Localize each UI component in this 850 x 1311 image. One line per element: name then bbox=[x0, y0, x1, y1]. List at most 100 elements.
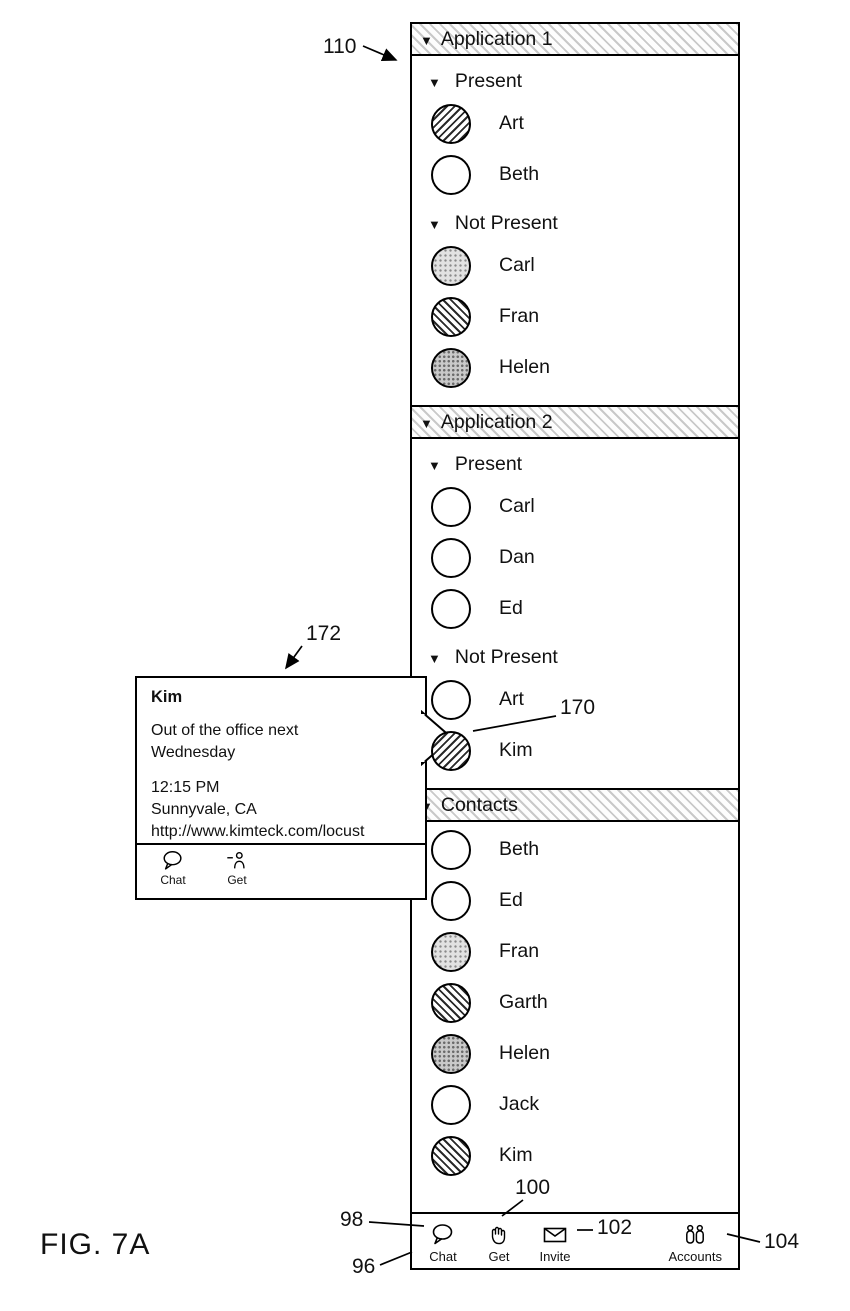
contact-name: Beth bbox=[499, 163, 540, 185]
contact-row-ed[interactable]: Ed bbox=[412, 583, 738, 634]
tooltip-action-get[interactable]: Get bbox=[217, 849, 257, 899]
presence-status-icon bbox=[431, 245, 471, 286]
presence-status-icon bbox=[431, 588, 471, 629]
people-icon bbox=[682, 1222, 708, 1248]
presence-status-icon bbox=[431, 296, 471, 337]
callout-label-invite: 102 bbox=[597, 1216, 633, 1239]
contact-row-fran[interactable]: Fran bbox=[412, 926, 738, 977]
disclosure-triangle-icon: ▼ bbox=[428, 216, 441, 232]
tooltip-action-chat[interactable]: Chat bbox=[153, 849, 193, 899]
disclosure-triangle-icon: ▼ bbox=[428, 650, 441, 666]
toolbar-button-chat[interactable]: Chat bbox=[426, 1222, 460, 1264]
contact-row-dan[interactable]: Dan bbox=[412, 532, 738, 583]
contact-name: Garth bbox=[499, 991, 548, 1013]
callout-label-get: 100 bbox=[515, 1176, 551, 1199]
tooltip-action-bar: Chat Get bbox=[137, 843, 425, 899]
callout-label-kim: 170 bbox=[560, 696, 596, 719]
panel-spacer bbox=[412, 1193, 738, 1212]
contact-row-fran[interactable]: Fran bbox=[412, 291, 738, 342]
contact-name: Helen bbox=[499, 356, 550, 378]
contact-row-jack[interactable]: Jack bbox=[412, 1079, 738, 1130]
callout-label-panel: 110 bbox=[323, 35, 357, 58]
callout-line-panel bbox=[362, 45, 398, 61]
presence-status-icon bbox=[431, 829, 471, 870]
presence-status-icon bbox=[431, 486, 471, 527]
presence-status-icon bbox=[431, 1084, 471, 1125]
disclosure-triangle-icon: ▼ bbox=[420, 32, 433, 48]
person-get-icon bbox=[225, 849, 249, 873]
callout-label-chat: 98 bbox=[340, 1208, 364, 1231]
tooltip-contact-name: Kim bbox=[151, 688, 183, 706]
group-header-not-present[interactable]: ▼Not Present bbox=[412, 634, 738, 674]
group-label: Present bbox=[454, 69, 523, 92]
presence-status-icon bbox=[431, 1033, 471, 1074]
contact-name: Kim bbox=[499, 1144, 533, 1166]
callout-line-tooltip bbox=[285, 645, 303, 670]
contact-name: Fran bbox=[499, 305, 540, 327]
section-title: Application 2 bbox=[440, 410, 553, 433]
contact-row-ed[interactable]: Ed bbox=[412, 875, 738, 926]
presence-status-icon bbox=[431, 880, 471, 921]
contact-row-art[interactable]: Art bbox=[412, 98, 738, 149]
contact-row-garth[interactable]: Garth bbox=[412, 977, 738, 1028]
contact-row-helen[interactable]: Helen bbox=[412, 342, 738, 393]
contact-name: Ed bbox=[499, 597, 523, 619]
contact-row-beth[interactable]: Beth bbox=[412, 824, 738, 875]
section-header-application-2[interactable]: ▼ Application 2 bbox=[412, 405, 738, 439]
toolbar-button-accounts[interactable]: Accounts bbox=[669, 1222, 722, 1264]
contact-name: Art bbox=[499, 688, 524, 710]
presence-status-icon bbox=[431, 103, 471, 144]
group-header-present[interactable]: ▼ Present bbox=[412, 58, 738, 98]
tooltip-location: Sunnyvale, CA bbox=[151, 801, 257, 818]
contact-name: Helen bbox=[499, 1042, 550, 1064]
contact-name: Carl bbox=[499, 254, 535, 276]
presence-status-icon bbox=[431, 154, 471, 195]
contact-row-beth[interactable]: Beth bbox=[412, 149, 738, 200]
toolbar-button-label: Accounts bbox=[668, 1249, 722, 1264]
contact-name: Carl bbox=[499, 495, 535, 517]
contact-row-art[interactable]: Art bbox=[412, 674, 738, 725]
section-title: Contacts bbox=[440, 793, 518, 816]
presence-status-icon bbox=[431, 982, 471, 1023]
group-header-present[interactable]: ▼Present bbox=[412, 441, 738, 481]
tooltip-action-label: Get bbox=[227, 873, 247, 887]
section-header-application-1[interactable]: ▼Application 1 bbox=[412, 24, 738, 56]
contact-row-kim[interactable]: Kim bbox=[412, 1130, 738, 1181]
contact-name: Jack bbox=[499, 1093, 540, 1115]
tooltip-url[interactable]: http://www.kimteck.com/locust bbox=[151, 823, 365, 840]
presence-status-icon bbox=[431, 1135, 471, 1176]
presence-status-icon bbox=[431, 679, 471, 720]
group-label: Present bbox=[454, 452, 523, 475]
callout-label-accounts: 104 bbox=[764, 1230, 800, 1253]
toolbar-button-invite[interactable]: Invite bbox=[538, 1222, 572, 1264]
toolbar-button-label: Chat bbox=[429, 1249, 457, 1264]
callout-line-toolbar bbox=[379, 1251, 413, 1266]
group-header-not-present[interactable]: ▼Not Present bbox=[412, 200, 738, 240]
disclosure-triangle-icon: ▼ bbox=[420, 415, 433, 431]
tooltip-body: Kim Out of the office next Wednesday 12:… bbox=[137, 678, 425, 843]
callout-label-toolbar: 96 bbox=[352, 1255, 376, 1278]
contact-row-carl[interactable]: Carl bbox=[412, 481, 738, 532]
hand-icon bbox=[486, 1222, 512, 1248]
tooltip-status-message: Out of the office next Wednesday bbox=[151, 722, 299, 761]
section-header-contacts[interactable]: ▼Contacts bbox=[412, 788, 738, 822]
disclosure-triangle-icon: ▼ bbox=[428, 74, 441, 90]
presence-status-icon bbox=[431, 537, 471, 578]
toolbar-button-get[interactable]: Get bbox=[482, 1222, 516, 1264]
presence-status-icon bbox=[431, 347, 471, 388]
contact-name: Art bbox=[499, 112, 524, 134]
tooltip-action-label: Chat bbox=[160, 873, 186, 887]
chat-bubble-icon bbox=[430, 1222, 456, 1248]
contact-name: Fran bbox=[499, 940, 540, 962]
contact-row-kim[interactable]: Kim bbox=[412, 725, 738, 776]
contact-row-helen[interactable]: Helen bbox=[412, 1028, 738, 1079]
contact-name: Ed bbox=[499, 889, 523, 911]
toolbar-button-label: Get bbox=[488, 1249, 510, 1264]
contact-row-carl[interactable]: Carl bbox=[412, 240, 738, 291]
tooltip-time: 12:15 PM bbox=[151, 779, 220, 796]
contact-name: Beth bbox=[499, 838, 540, 860]
